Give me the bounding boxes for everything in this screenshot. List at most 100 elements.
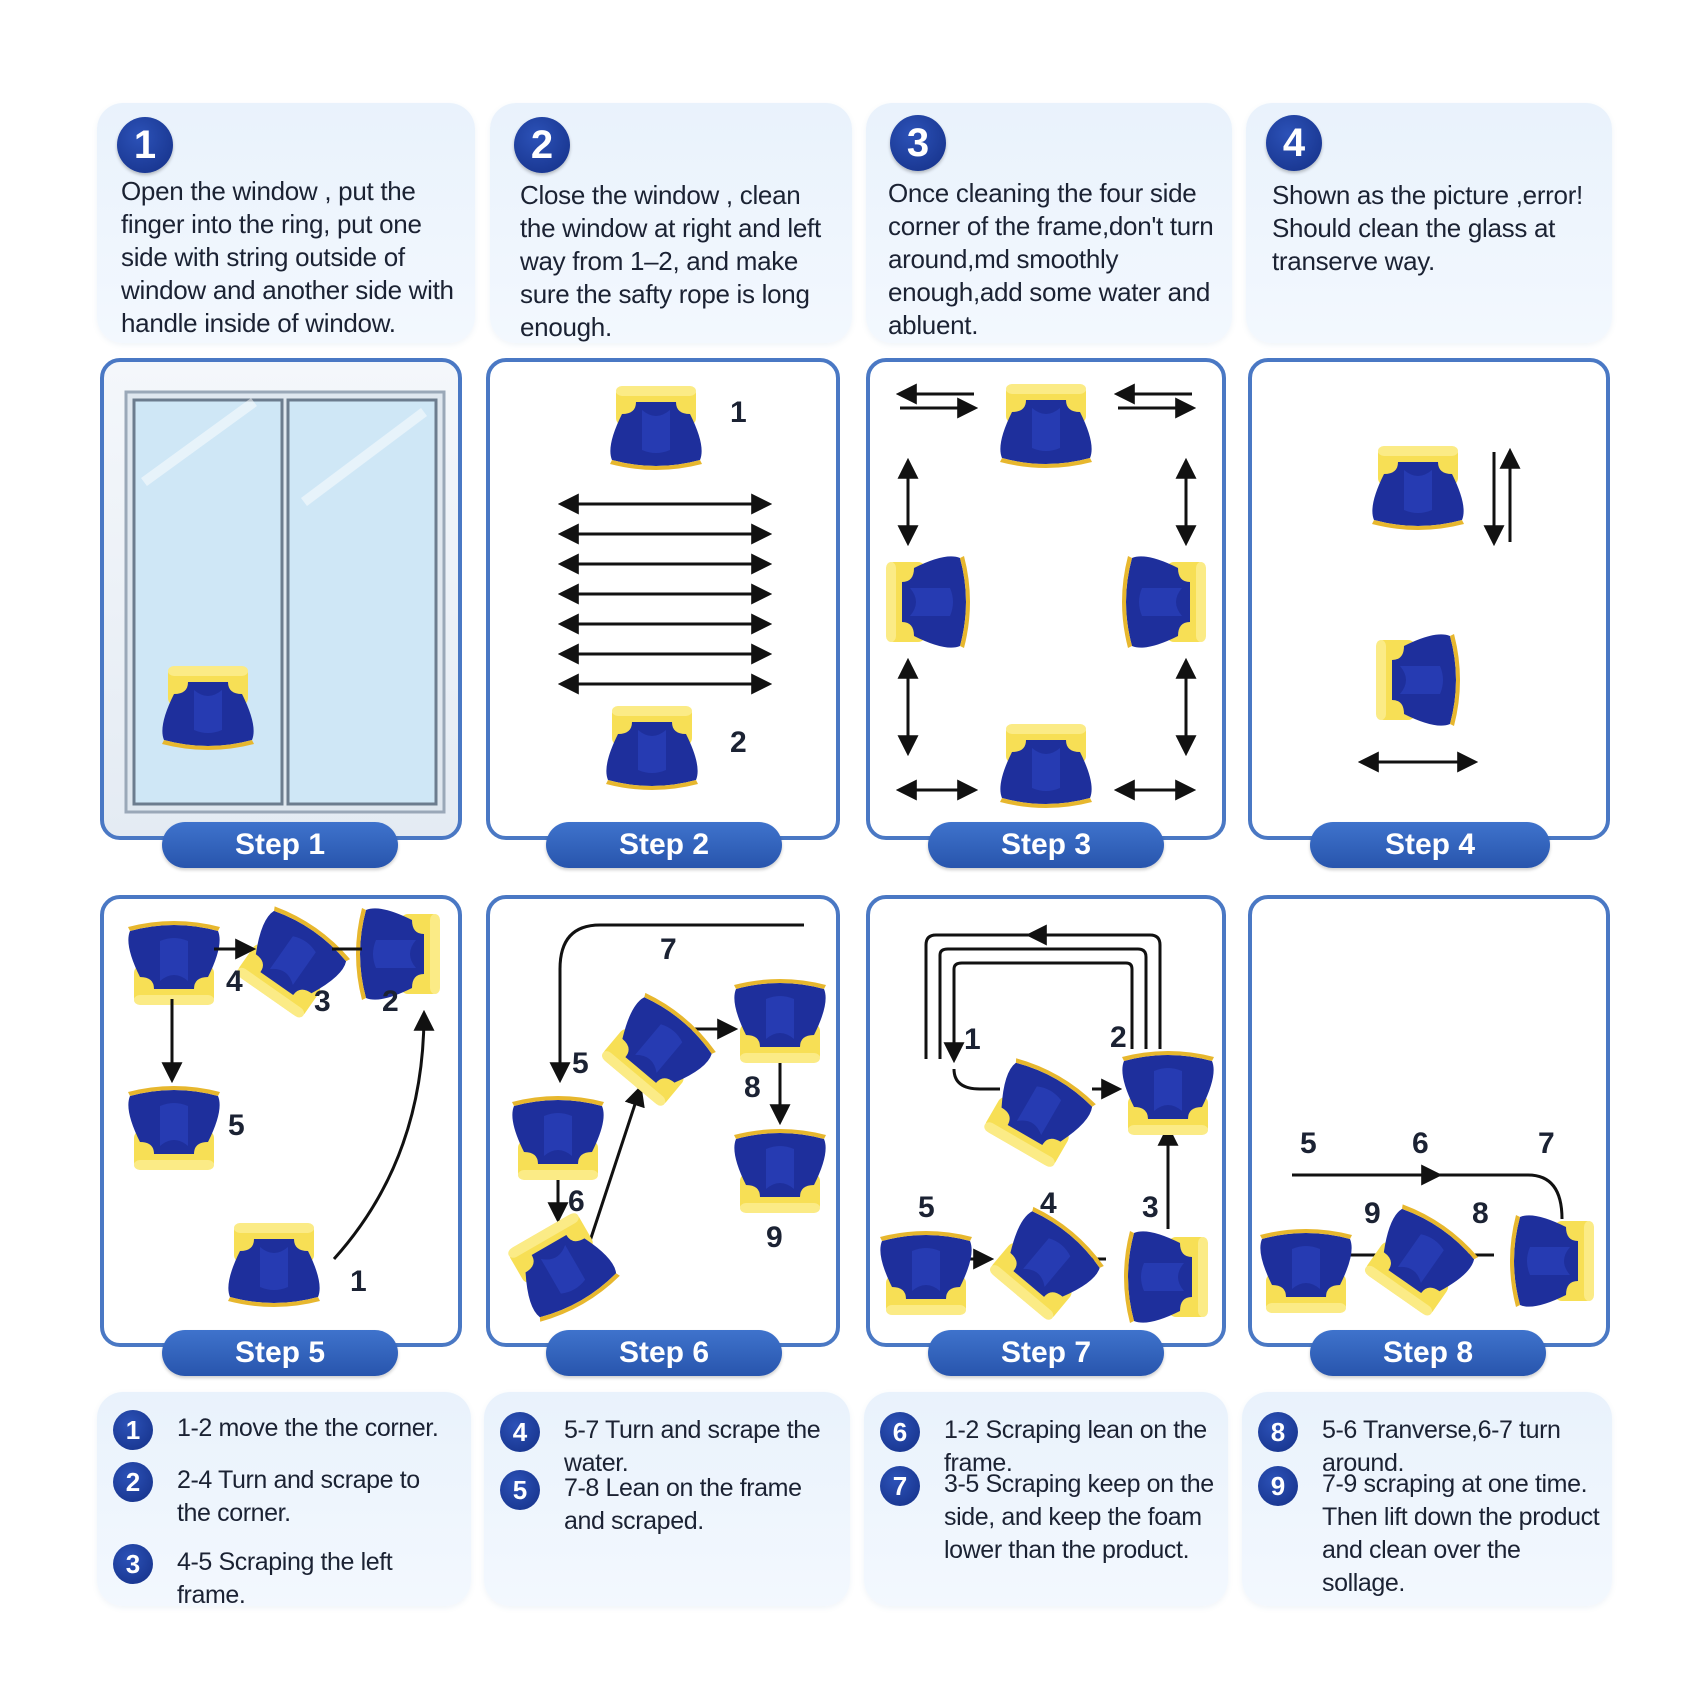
wiper-icon <box>977 1053 1099 1172</box>
step4-panel <box>1248 358 1610 840</box>
step3-panel <box>866 358 1226 840</box>
wiper-icon <box>734 979 826 1063</box>
position-label: 4 <box>226 965 243 998</box>
notes-card-2: 4 5-7 Turn and scrape the water. 5 7-8 L… <box>484 1392 850 1606</box>
wiper-icon <box>606 706 698 790</box>
instruction-text: Shown as the picture ,error! Should clea… <box>1272 180 1583 276</box>
instruction-card-4: 4 Shown as the picture ,error! Should cl… <box>1246 103 1612 343</box>
position-label: 9 <box>1364 1197 1381 1230</box>
position-label: 2 <box>382 985 399 1018</box>
wiper-icon <box>128 1086 220 1170</box>
position-label: 8 <box>1472 1197 1489 1230</box>
step5-diagram: 4 3 2 5 1 <box>128 901 440 1307</box>
step-label-1: Step 1 <box>162 822 398 868</box>
note-text: 2-4 Turn and scrape to the corner. <box>177 1466 420 1527</box>
wiper-icon <box>734 1129 826 1213</box>
position-label: 1 <box>350 1265 367 1298</box>
position-label: 5 <box>918 1191 935 1224</box>
position-label: 3 <box>314 985 331 1018</box>
notes-card-1: 1 1-2 move the the corner. 2 2-4 Turn an… <box>97 1392 471 1609</box>
note-badge: 6 <box>880 1412 920 1452</box>
instruction-text: Once cleaning the four side corner of th… <box>888 178 1214 340</box>
position-label: 5 <box>572 1047 589 1080</box>
note-text: 1-2 move the the corner. <box>177 1414 439 1442</box>
note-text: 4-5 Scraping the left frame. <box>177 1548 393 1609</box>
step2-panel: 1 2 <box>486 358 840 840</box>
wiper-icon <box>229 901 354 1024</box>
position-label: 9 <box>766 1221 783 1254</box>
note-text: 5-7 Turn and scrape the water. <box>564 1416 821 1477</box>
note-badge: 9 <box>1258 1466 1298 1506</box>
wiper-icon <box>512 1096 604 1180</box>
number-badge: 1 <box>117 117 173 173</box>
wiper-icon <box>880 1231 972 1315</box>
instruction-card-1: 1 Open the window , put the finger into … <box>97 103 475 343</box>
note-badge: 1 <box>113 1410 153 1450</box>
position-label: 4 <box>1040 1187 1057 1220</box>
window-pane-right <box>286 398 438 806</box>
position-label: 2 <box>730 726 747 759</box>
number-badge: 4 <box>1266 115 1322 171</box>
step-label-6: Step 6 <box>546 1330 782 1376</box>
step7-panel: 1 2 5 4 3 <box>866 895 1226 1347</box>
instruction-card-3: 3 Once cleaning the four side corner of … <box>866 103 1232 343</box>
position-label: 1 <box>964 1023 981 1056</box>
step1-panel <box>100 358 462 840</box>
wiper-icon <box>128 921 220 1005</box>
note-item: 2 2-4 Turn and scrape to the corner. <box>113 1462 453 1530</box>
note-item: 9 7-9 scraping at one time. Then lift do… <box>1258 1466 1608 1600</box>
note-item: 7 3-5 Scraping keep on the side, and kee… <box>880 1466 1224 1567</box>
step2-diagram: 1 2 <box>557 386 773 790</box>
note-item: 8 5-6 Tranverse,6-7 turn around. <box>1258 1412 1608 1480</box>
position-label: 7 <box>1538 1127 1555 1160</box>
instruction-card-2: 2 Close the window , clean the window at… <box>490 103 852 343</box>
note-item: 6 1-2 Scraping lean on the frame. <box>880 1412 1224 1480</box>
wiper-icon <box>610 386 702 470</box>
wiper-icon <box>501 1208 623 1327</box>
step-label-3: Step 3 <box>928 822 1164 868</box>
wiper-icon <box>983 1202 1108 1326</box>
wiper-icon <box>595 988 720 1112</box>
position-label: 5 <box>1300 1127 1317 1160</box>
wiper-icon <box>1372 446 1464 530</box>
step8-panel: 5 6 7 9 8 <box>1248 895 1610 1347</box>
wiper-icon <box>1000 724 1092 808</box>
step-label-7: Step 7 <box>928 1330 1164 1376</box>
step3-diagram <box>886 383 1206 808</box>
wiper-icon <box>886 556 970 648</box>
notes-card-4: 8 5-6 Tranverse,6-7 turn around. 9 7-9 s… <box>1242 1392 1612 1606</box>
position-label: 3 <box>1142 1191 1159 1224</box>
position-label: 6 <box>568 1185 585 1218</box>
note-badge: 7 <box>880 1466 920 1506</box>
wiper-icon <box>1124 1231 1208 1323</box>
step5-panel: 4 3 2 5 1 <box>100 895 462 1347</box>
step1-diagram <box>124 390 446 814</box>
step8-diagram: 5 6 7 9 8 <box>1260 1127 1594 1322</box>
note-item: 4 5-7 Turn and scrape the water. <box>500 1412 840 1480</box>
position-label: 2 <box>1110 1021 1127 1054</box>
note-item: 5 7-8 Lean on the frame and scraped. <box>500 1470 840 1538</box>
note-text: 1-2 Scraping lean on the frame. <box>944 1416 1207 1477</box>
instruction-text: Open the window , put the finger into th… <box>121 176 454 338</box>
wiper-icon <box>1000 384 1092 468</box>
note-badge: 4 <box>500 1412 540 1452</box>
step6-panel: 7 5 8 6 9 <box>486 895 840 1347</box>
position-label: 1 <box>730 396 747 429</box>
number-badge: 3 <box>890 115 946 171</box>
position-label: 7 <box>660 933 677 966</box>
note-badge: 5 <box>500 1470 540 1510</box>
step-label-8: Step 8 <box>1310 1330 1546 1376</box>
step4-diagram <box>1357 446 1521 773</box>
wiper-icon <box>1122 1051 1214 1135</box>
wiper-icon <box>162 666 254 750</box>
position-label: 6 <box>1412 1127 1429 1160</box>
step6-diagram: 7 5 8 6 9 <box>501 923 826 1327</box>
step-label-4: Step 4 <box>1310 822 1550 868</box>
horizontal-arrows <box>557 493 773 695</box>
wiper-icon <box>1260 1229 1352 1313</box>
step-label-2: Step 2 <box>546 822 782 868</box>
wiper-icon <box>1376 634 1460 726</box>
position-label: 8 <box>744 1071 761 1104</box>
wiper-icon <box>228 1223 320 1307</box>
number-badge: 2 <box>514 117 570 173</box>
